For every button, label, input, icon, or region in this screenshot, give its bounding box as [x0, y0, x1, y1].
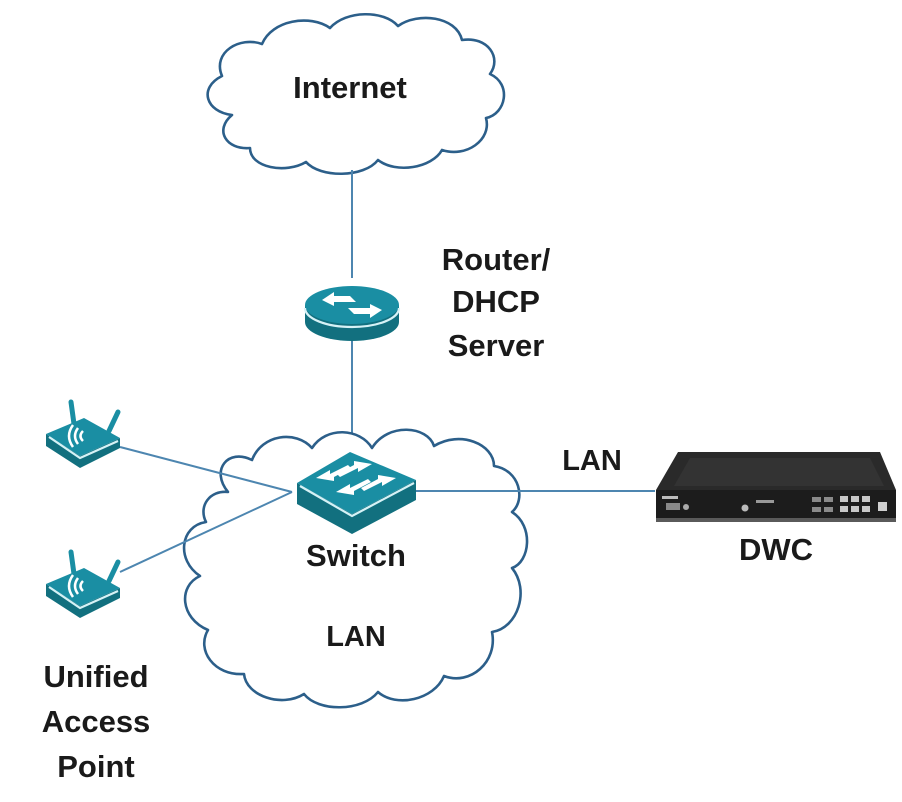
wireless-access-point-icon — [46, 399, 121, 468]
router-icon — [303, 286, 401, 341]
internet-cloud-shape — [206, 12, 506, 176]
lan-cloud: LAN — [182, 428, 529, 709]
link-switch-dwc-label: LAN — [562, 445, 622, 477]
internet-label: Internet — [293, 70, 407, 105]
internet-cloud: Internet — [206, 12, 506, 176]
link-switch-access-point-2 — [119, 491, 293, 573]
link-switch-access-point-1 — [119, 446, 293, 493]
switch-label: Switch — [306, 538, 406, 573]
access-point-label-line-1: Unified — [43, 659, 148, 694]
switch-icon — [297, 452, 416, 534]
dwc-label: DWC — [739, 532, 813, 567]
access-point-label-line-3: Point — [57, 749, 135, 784]
router-label-line-3: Server — [448, 328, 545, 363]
lan-cloud-shape — [182, 428, 529, 709]
router-label-line-1: Router/ — [442, 242, 551, 277]
lan-cloud-label: LAN — [326, 621, 386, 653]
router-label-line-2: DHCP — [452, 284, 540, 319]
access-point-label-line-2: Access — [42, 704, 151, 739]
wireless-controller-icon — [656, 452, 896, 522]
wireless-access-point-icon — [46, 549, 121, 618]
